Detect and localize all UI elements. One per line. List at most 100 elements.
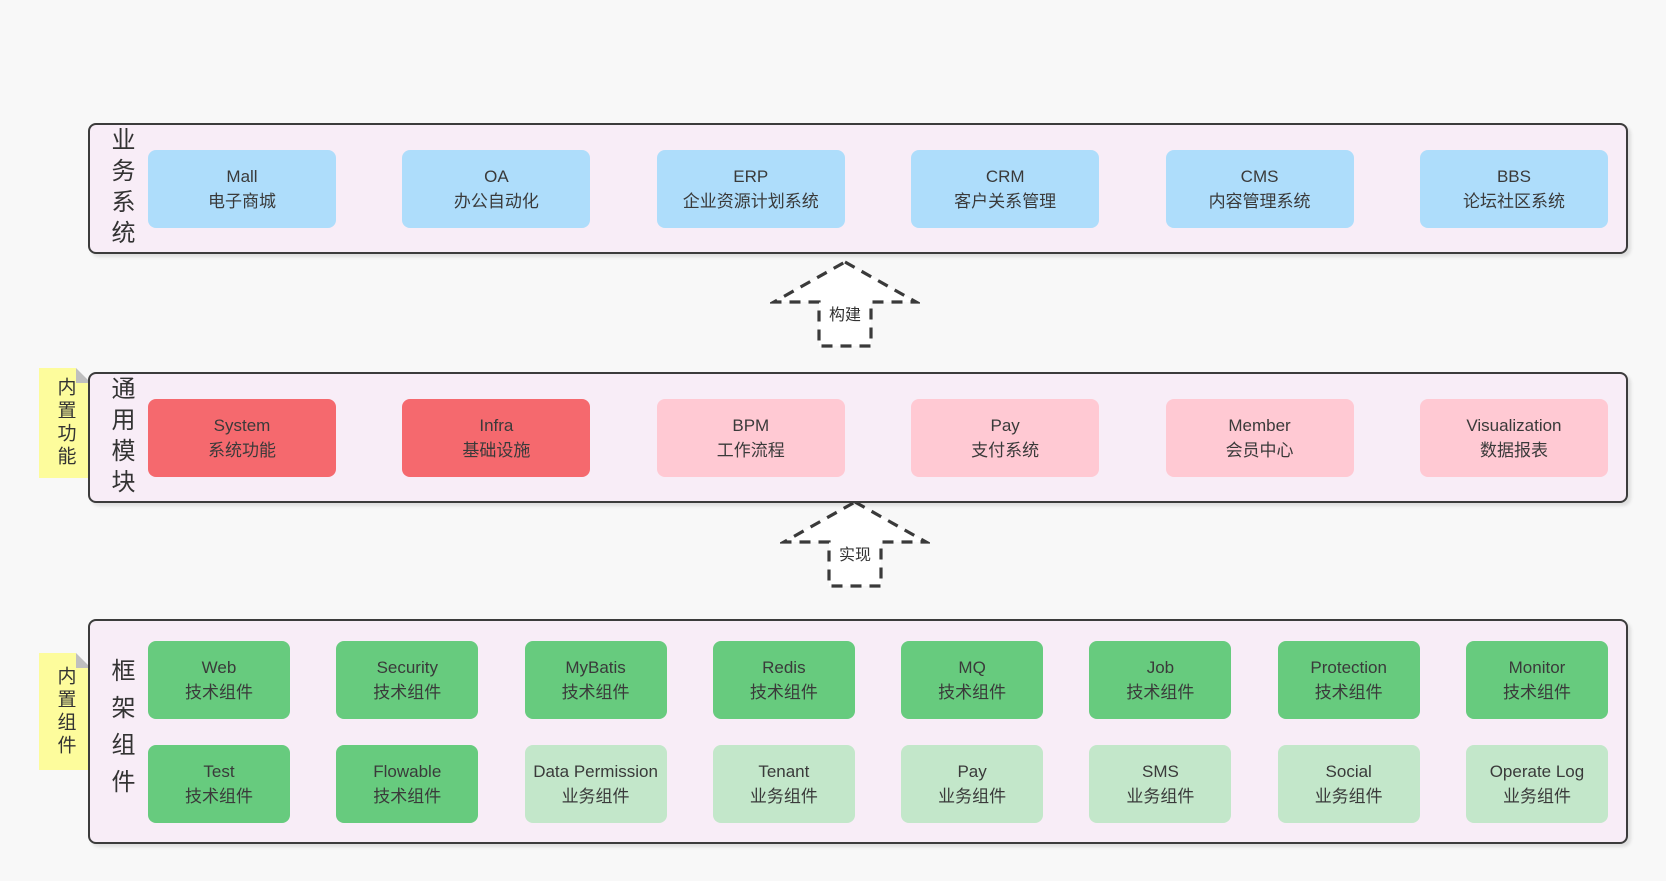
box-oa: OA 办公自动化 [402,149,591,228]
box-mall: Mall 电子商城 [148,149,336,228]
box-title: Data Permission [533,761,658,781]
box-test: Test 技术组件 [148,744,290,823]
box-subtitle: 会员中心 [1225,440,1294,460]
box-subtitle: 客户关系管理 [954,191,1057,211]
box-subtitle: 基础设施 [462,440,531,460]
box-subtitle: 技术组件 [373,786,442,806]
box-web: Web 技术组件 [148,640,290,719]
box-bpm: BPM 工作流程 [656,398,845,477]
box-mq: MQ 技术组件 [901,640,1044,719]
box-title: Test [203,761,235,781]
box-subtitle: 工作流程 [716,440,785,460]
box-title: Security [376,657,438,677]
box-title: Mall [226,166,258,186]
box-title: Pay [990,415,1020,435]
box-sms: SMS 业务组件 [1089,744,1232,823]
box-subtitle: 论坛社区系统 [1462,191,1565,211]
box-title: Infra [479,415,514,435]
box-subtitle: 系统功能 [208,440,276,460]
box-title: CRM [985,166,1025,186]
box-title: Web [201,657,237,677]
box-mybatis: MyBatis 技术组件 [524,640,667,719]
sticky-note-built-in-components: 内置组件 [39,653,91,770]
box-subtitle: 业务组件 [1314,786,1383,806]
box-flowable: Flowable 技术组件 [336,744,479,823]
box-title: SMS [1141,761,1179,781]
arrow-implement-label: 实现 [836,540,874,566]
box-protection: Protection 技术组件 [1277,640,1420,719]
box-subtitle: 支付系统 [971,440,1040,460]
box-title: Job [1146,657,1175,677]
box-title: Flowable [373,761,442,781]
band-modules-label: 通用模块 [107,375,134,500]
box-subtitle: 技术组件 [561,682,630,702]
note-modules-label: 内置功能 [54,377,76,469]
box-visualization: Visualization 数据报表 [1419,398,1608,477]
box-title: Redis [762,657,806,677]
band-business-label: 业务系统 [107,126,134,251]
box-subtitle: 技术组件 [938,682,1007,702]
box-security: Security 技术组件 [336,640,479,719]
box-title: ERP [733,166,769,186]
box-subtitle: 技术组件 [749,682,818,702]
box-subtitle: 技术组件 [185,786,253,806]
box-tenant: Tenant 业务组件 [712,744,855,823]
box-erp: ERP 企业资源计划系统 [656,149,845,228]
box-title: Visualization [1466,415,1562,435]
box-title: BBS [1496,166,1531,186]
box-redis: Redis 技术组件 [712,640,855,719]
box-bbs: BBS 论坛社区系统 [1419,149,1608,228]
box-social: Social 业务组件 [1277,744,1420,823]
box-subtitle: 业务组件 [749,786,818,806]
box-title: MQ [958,657,986,677]
box-infra: Infra 基础设施 [402,398,591,477]
box-pay: Pay 支付系统 [911,398,1100,477]
box-title: MyBatis [565,657,626,677]
box-subtitle: 业务组件 [1502,786,1571,806]
arrow-build-label: 构建 [826,300,864,326]
box-subtitle: 内容管理系统 [1208,191,1311,211]
box-subtitle: 业务组件 [1126,786,1195,806]
box-subtitle: 办公自动化 [453,191,539,211]
box-member: Member 会员中心 [1165,398,1354,477]
box-subtitle: 业务组件 [561,786,630,806]
box-job: Job 技术组件 [1089,640,1232,719]
box-title: Social [1325,761,1372,781]
box-title: Pay [957,761,987,781]
box-title: OA [484,166,509,186]
box-data-permission: Data Permission 业务组件 [524,744,667,823]
box-title: Monitor [1508,657,1566,677]
box-title: Tenant [758,761,810,781]
note-components-label: 内置组件 [54,665,76,758]
box-subtitle: 技术组件 [1502,682,1571,702]
box-subtitle: 技术组件 [1126,682,1195,702]
box-pay: Pay 业务组件 [901,744,1044,823]
box-monitor: Monitor 技术组件 [1465,640,1608,719]
box-subtitle: 电子商城 [208,191,276,211]
note-fold-icon [76,653,91,668]
band-business-systems: 业务系统 Mall 电子商城 OA 办公自动化 ERP 企业资源计划系统 CRM 客户关系管理… [88,123,1628,254]
box-title: BPM [732,415,770,435]
box-subtitle: 业务组件 [938,786,1007,806]
box-crm: CRM 客户关系管理 [911,149,1100,228]
arrow-up-implement-icon: 实现 [780,498,930,590]
box-subtitle: 技术组件 [185,682,253,702]
note-fold-icon [76,368,91,383]
box-subtitle: 企业资源计划系统 [682,191,819,211]
box-title: Protection [1310,657,1387,677]
box-cms: CMS 内容管理系统 [1165,149,1354,228]
box-title: CMS [1240,166,1279,186]
box-subtitle: 技术组件 [373,682,442,702]
box-subtitle: 技术组件 [1314,682,1383,702]
business-box-row: Mall 电子商城 OA 办公自动化 ERP 企业资源计划系统 CRM 客户关系管理 CMS 内容… [148,149,1608,228]
box-subtitle: 数据报表 [1479,440,1548,460]
box-title: Member [1228,415,1291,435]
